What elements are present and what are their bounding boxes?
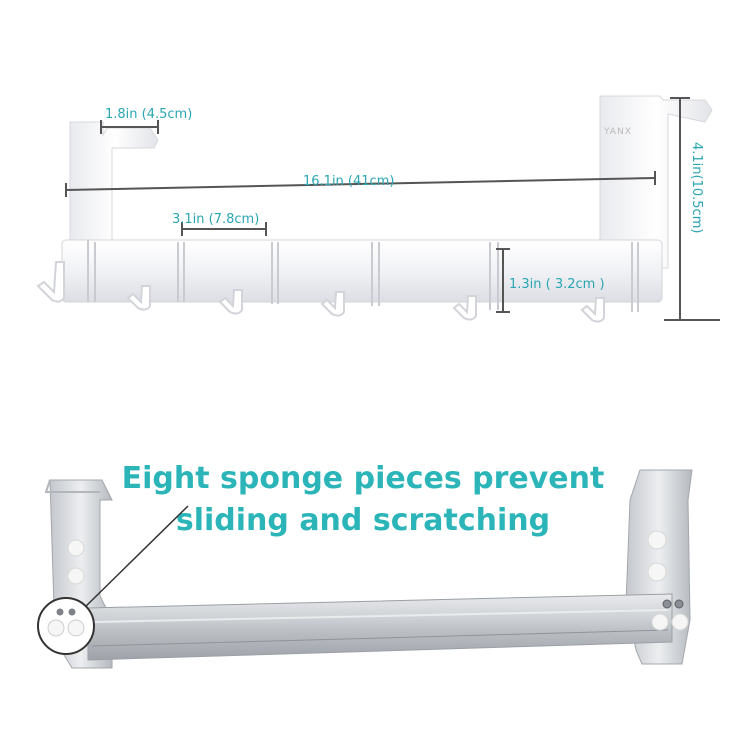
hook <box>218 289 243 315</box>
white-rack: YANX <box>36 95 713 323</box>
hook <box>320 291 345 317</box>
dim-total-length: 16.1in (41cm) <box>303 174 394 189</box>
hook-bar <box>61 239 663 303</box>
sponge-pad <box>651 613 669 631</box>
sponge-pad <box>47 619 65 637</box>
sponge-pad <box>647 530 667 550</box>
callout-line-1: Eight sponge pieces prevent <box>122 461 605 496</box>
hooks <box>36 261 605 323</box>
dim-bar-height: 1.3in ( 3.2cm ) <box>509 277 605 292</box>
sponge-pad <box>67 539 85 557</box>
sponge-pad <box>671 613 689 631</box>
callout-leader <box>81 505 189 611</box>
callout-text: Eight sponge pieces prevent sliding and … <box>122 461 605 538</box>
hook <box>452 295 477 321</box>
metal-bar <box>87 593 673 661</box>
sponge-pads <box>67 530 689 631</box>
sponge-pad <box>67 567 85 585</box>
dim-total-height: 4.1in(10.5cm) <box>689 142 704 233</box>
sponge-pad <box>647 562 667 582</box>
hook <box>126 285 151 311</box>
sponge-pad <box>67 619 85 637</box>
brand-logo: YANX <box>603 127 632 137</box>
zoom-circle <box>37 597 95 655</box>
bar-segments <box>87 240 639 312</box>
dim-hook-spacing: 3.1in (7.8cm) <box>172 212 259 227</box>
dimension-lines <box>65 97 720 321</box>
hook <box>36 261 65 303</box>
metal-rack <box>44 469 693 669</box>
hook <box>580 297 605 323</box>
dim-hook-depth: 1.8in (4.5cm) <box>105 107 192 122</box>
callout-line-2: sliding and scratching <box>176 503 550 538</box>
screws <box>662 599 684 609</box>
